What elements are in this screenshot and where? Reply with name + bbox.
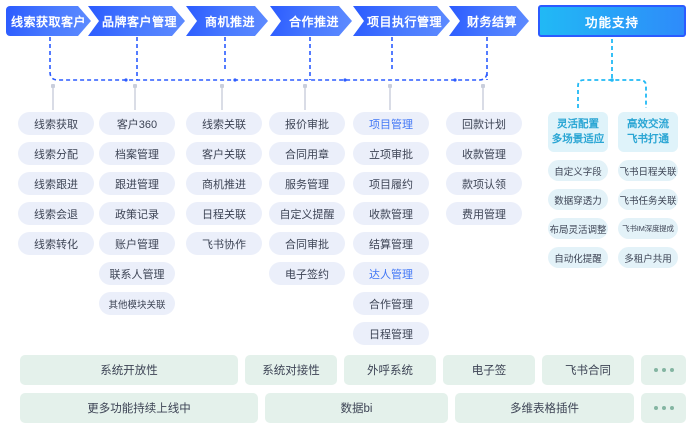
process-step-3[interactable]: 合作推进 <box>270 6 352 36</box>
feature-pill[interactable]: 其他模块关联 <box>99 292 175 315</box>
feature-pill[interactable]: 合作管理 <box>353 292 429 315</box>
column-cooperation: 报价审批合同用章服务管理自定义提醒合同审批电子签约 <box>269 112 345 292</box>
feature-pill[interactable]: 账户管理 <box>99 232 175 255</box>
ellipsis-icon <box>653 368 674 372</box>
process-step-label: 线索获取客户 <box>10 14 86 29</box>
capability-box[interactable]: 系统对接性 <box>245 355 337 385</box>
feature-pill[interactable]: 跟进管理 <box>99 172 175 195</box>
feature-pill[interactable]: 合同审批 <box>269 232 345 255</box>
support-pill[interactable]: 布局灵活调整 <box>548 218 608 239</box>
more-options-button[interactable] <box>641 355 686 385</box>
support-pill[interactable]: 数据穿透力 <box>548 189 608 210</box>
process-step-label: 商机推进 <box>204 14 255 29</box>
feature-pill[interactable]: 线索跟进 <box>18 172 94 195</box>
capability-box[interactable]: 外呼系统 <box>344 355 436 385</box>
feature-pill[interactable]: 联系人管理 <box>99 262 175 285</box>
feature-pill[interactable]: 日程关联 <box>186 202 262 225</box>
feature-pill[interactable]: 线索会退 <box>18 202 94 225</box>
process-step-label: 合作推进 <box>288 14 339 29</box>
feature-pill[interactable]: 项目管理 <box>353 112 429 135</box>
support-column-header[interactable]: 灵活配置多场景适应 <box>548 112 608 152</box>
feature-pill[interactable]: 电子签约 <box>269 262 345 285</box>
feature-pill[interactable]: 日程管理 <box>353 322 429 345</box>
support-header-line: 高效交流 <box>627 118 669 130</box>
feature-pill[interactable]: 商机推进 <box>186 172 262 195</box>
feature-pill[interactable]: 服务管理 <box>269 172 345 195</box>
column-project: 项目管理立项审批项目履约收款管理结算管理达人管理合作管理日程管理 <box>353 112 429 352</box>
feature-pill[interactable]: 线索分配 <box>18 142 94 165</box>
support-pill[interactable]: 飞书IM深度提成 <box>618 218 678 239</box>
process-step-5[interactable]: 财务结算 <box>449 6 529 36</box>
more-options-button[interactable] <box>641 393 686 423</box>
capability-box[interactable]: 数据bi <box>265 393 448 423</box>
support-header-line: 多场景适应 <box>551 133 605 145</box>
feature-pill[interactable]: 结算管理 <box>353 232 429 255</box>
column-lead: 线索获取线索分配线索跟进线索会退线索转化 <box>18 112 94 262</box>
feature-pill[interactable]: 档案管理 <box>99 142 175 165</box>
support-header-line: 飞书打通 <box>627 133 669 145</box>
process-step-1[interactable]: 品牌客户管理 <box>88 6 185 36</box>
column-customer: 客户360 档案管理跟进管理政策记录账户管理联系人管理其他模块关联 <box>99 112 175 322</box>
feature-pill[interactable]: 回款计划 <box>446 112 522 135</box>
process-step-0[interactable]: 线索获取客户 <box>6 6 91 36</box>
support-column-flexible-config: 灵活配置多场景适应自定义字段数据穿透力布局灵活调整自动化提醒 <box>548 112 608 276</box>
feature-pill[interactable]: 收款管理 <box>353 202 429 225</box>
feature-pill[interactable]: 报价审批 <box>269 112 345 135</box>
feature-pill[interactable]: 线索转化 <box>18 232 94 255</box>
process-step-label: 项目执行管理 <box>366 14 442 29</box>
process-step-4[interactable]: 项目执行管理 <box>353 6 450 36</box>
support-button[interactable]: 功能支持 <box>538 5 686 37</box>
capability-box[interactable]: 电子签 <box>443 355 535 385</box>
support-pill[interactable]: 自定义字段 <box>548 160 608 181</box>
capability-box[interactable]: 多维表格插件 <box>455 393 634 423</box>
feature-pill[interactable]: 客户关联 <box>186 142 262 165</box>
feature-pill[interactable]: 款项认领 <box>446 172 522 195</box>
process-step-label: 财务结算 <box>466 14 517 29</box>
support-header-line: 灵活配置 <box>557 118 599 130</box>
feature-pill[interactable]: 项目履约 <box>353 172 429 195</box>
feature-pill[interactable]: 立项审批 <box>353 142 429 165</box>
process-step-label: 品牌客户管理 <box>101 14 177 29</box>
support-pill[interactable]: 自动化提醒 <box>548 247 608 268</box>
feature-pill[interactable]: 达人管理 <box>353 262 429 285</box>
capability-box[interactable]: 更多功能持续上线中 <box>20 393 258 423</box>
ellipsis-icon <box>653 406 674 410</box>
support-pill[interactable]: 飞书日程关联 <box>618 160 678 181</box>
support-pill[interactable]: 飞书任务关联 <box>618 189 678 210</box>
column-finance: 回款计划收款管理款项认领费用管理 <box>446 112 522 232</box>
feature-pill[interactable]: 线索关联 <box>186 112 262 135</box>
support-column-feishu-integration: 高效交流飞书打通飞书日程关联飞书任务关联飞书IM深度提成多租户共用 <box>618 112 678 276</box>
feature-pill[interactable]: 自定义提醒 <box>269 202 345 225</box>
column-opportunity: 线索关联客户关联商机推进日程关联飞书协作 <box>186 112 262 262</box>
capability-box[interactable]: 飞书合同 <box>542 355 634 385</box>
process-step-2[interactable]: 商机推进 <box>186 6 268 36</box>
feature-pill[interactable]: 客户360 <box>99 112 175 135</box>
support-pill[interactable]: 多租户共用 <box>618 247 678 268</box>
feature-pill[interactable]: 费用管理 <box>446 202 522 225</box>
feature-pill[interactable]: 线索获取 <box>18 112 94 135</box>
feature-pill[interactable]: 飞书协作 <box>186 232 262 255</box>
support-column-header[interactable]: 高效交流飞书打通 <box>618 112 678 152</box>
support-button-label: 功能支持 <box>584 15 639 30</box>
feature-pill[interactable]: 合同用章 <box>269 142 345 165</box>
feature-pill[interactable]: 政策记录 <box>99 202 175 225</box>
feature-pill[interactable]: 收款管理 <box>446 142 522 165</box>
capability-box[interactable]: 系统开放性 <box>20 355 238 385</box>
